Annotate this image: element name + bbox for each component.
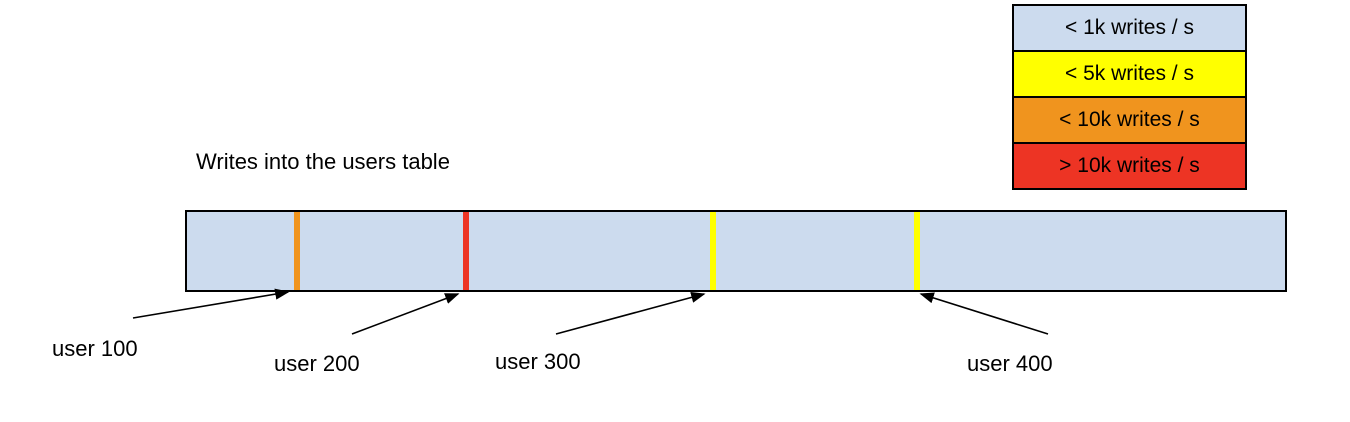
legend-item: < 10k writes / s xyxy=(1014,98,1245,144)
write-hotspot-marker xyxy=(462,212,469,290)
write-hotspot-marker xyxy=(293,212,300,290)
arrow-line xyxy=(919,292,1049,335)
users-table-bar xyxy=(185,210,1287,292)
arrow-line xyxy=(351,293,460,335)
arrow-line xyxy=(555,291,706,335)
legend-item-label: < 1k writes / s xyxy=(1065,16,1194,39)
legend-item: > 10k writes / s xyxy=(1014,144,1245,188)
legend-item-label: < 5k writes / s xyxy=(1065,62,1194,85)
chart-title: Writes into the users table xyxy=(196,149,450,174)
user-label: user 100 xyxy=(52,336,138,361)
arrow-line xyxy=(132,288,290,319)
legend-item-label: > 10k writes / s xyxy=(1059,154,1200,177)
write-hotspot-marker xyxy=(709,212,716,290)
user-label: user 300 xyxy=(495,349,581,374)
legend-item: < 5k writes / s xyxy=(1014,52,1245,98)
user-label: user 200 xyxy=(274,351,360,376)
write-hotspot-marker xyxy=(913,212,920,290)
user-label: user 400 xyxy=(967,351,1053,376)
legend: < 1k writes / s < 5k writes / s < 10k wr… xyxy=(1012,4,1247,190)
legend-item-label: < 10k writes / s xyxy=(1059,108,1200,131)
legend-item: < 1k writes / s xyxy=(1014,6,1245,52)
